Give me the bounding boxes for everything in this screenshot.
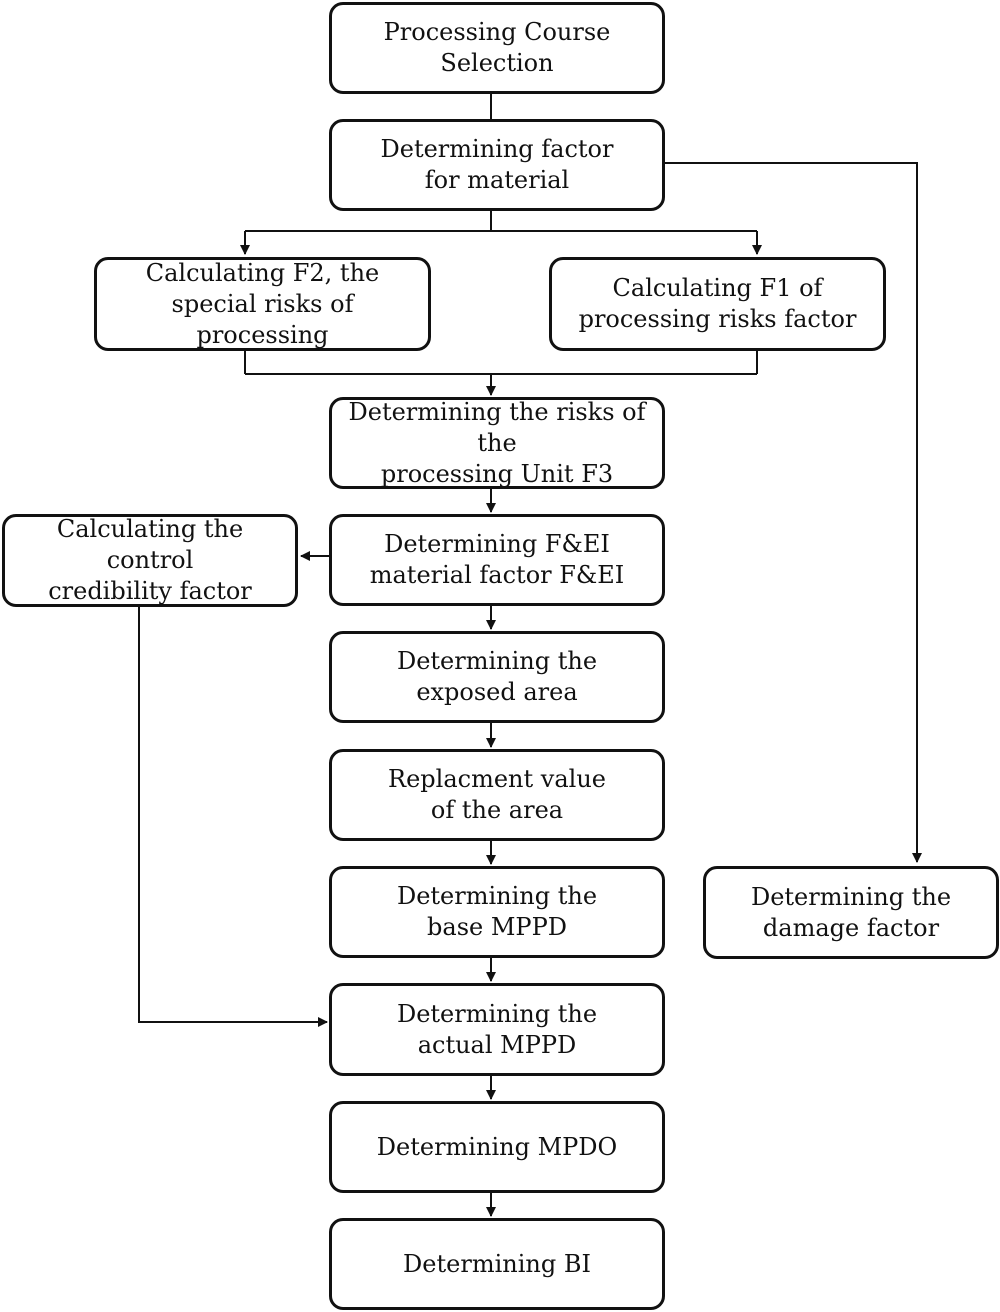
edge-material-to-damage [665,162,922,863]
base-mppd-label: Determining the base MPPD [396,882,598,941]
damage-factor-box: Determining the damage factor [703,866,999,959]
edge-control-to-actual [138,607,328,1027]
mpdo-label: Determining MPDO [376,1132,618,1161]
actual-mppd-box: Determining the actual MPPD [329,983,665,1076]
replacement-value-label: Replacment value of the area [388,765,606,824]
processing-course-selection-label: Processing Course Selection [383,18,611,77]
unit-risks-f3-box: Determining the risks of the processing … [329,397,665,489]
f1-processing-risks-label: Calculating F1 of processing risks facto… [578,274,857,333]
material-factor-box: Determining factor for material [329,119,665,211]
fei-material-factor-label: Determining F&EI material factor F&EI [369,530,625,589]
replacement-value-box: Replacment value of the area [329,749,665,841]
exposed-area-label: Determining the exposed area [396,647,598,706]
f2-special-risks-box: Calculating F2, the special risks of pro… [94,257,431,351]
control-credibility-box: Calculating the control credibility fact… [2,514,298,607]
mpdo-box: Determining MPDO [329,1101,665,1193]
base-mppd-box: Determining the base MPPD [329,866,665,958]
bi-label: Determining BI [403,1249,591,1278]
unit-risks-f3-label: Determining the risks of the processing … [348,397,646,488]
control-credibility-label: Calculating the control credibility fact… [48,515,252,605]
f1-processing-risks-box: Calculating F1 of processing risks facto… [549,257,886,351]
actual-mppd-label: Determining the actual MPPD [396,999,598,1059]
bi-box: Determining BI [329,1218,665,1310]
damage-factor-label: Determining the damage factor [750,882,952,942]
f2-special-risks-label: Calculating F2, the special risks of pro… [145,258,380,349]
exposed-area-box: Determining the exposed area [329,631,665,723]
material-factor-label: Determining factor for material [380,135,614,194]
fei-material-factor-box: Determining F&EI material factor F&EI [329,514,665,606]
processing-course-selection-box: Processing Course Selection [329,2,665,94]
